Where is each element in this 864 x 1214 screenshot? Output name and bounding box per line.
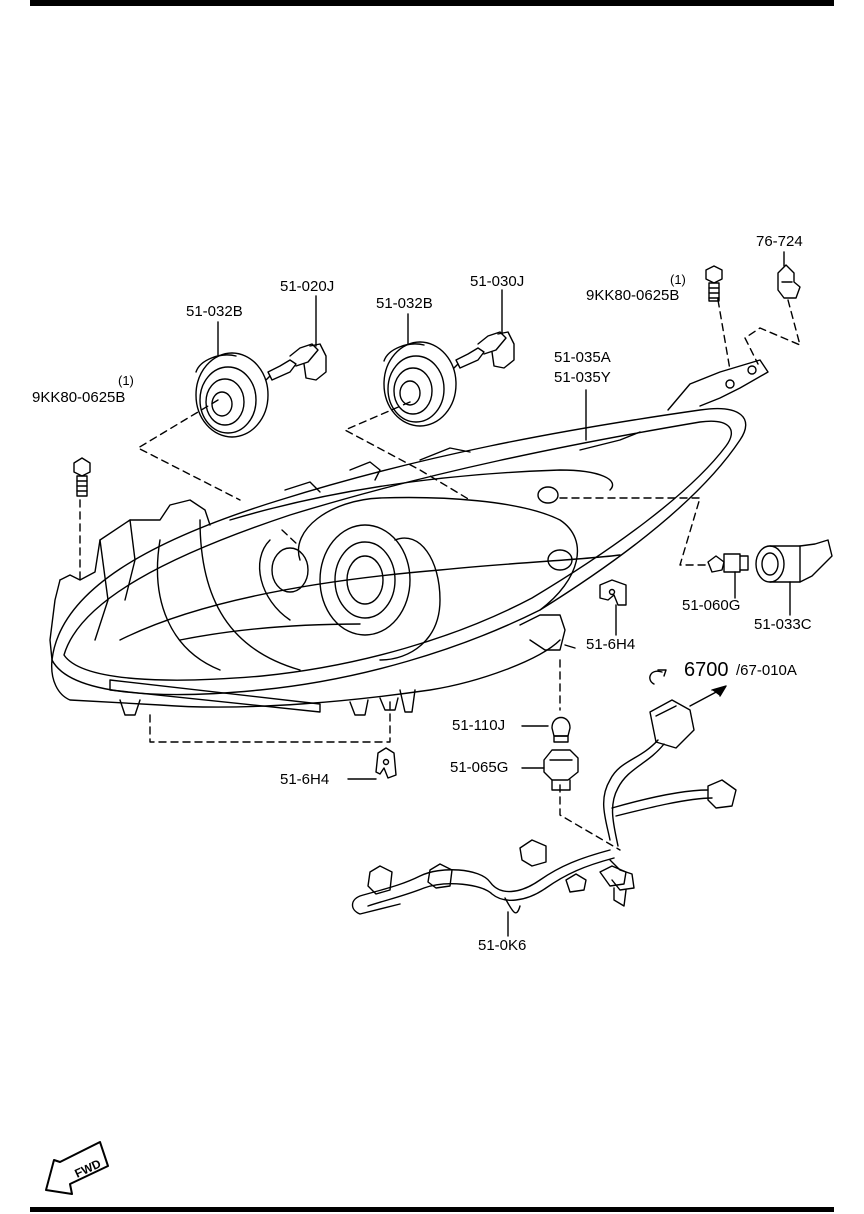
assembly-guide-lines	[79, 299, 801, 851]
bolt-top	[705, 265, 723, 302]
bulb-51-060g	[707, 553, 749, 573]
label-51-020j: 51-020J	[280, 278, 335, 295]
label-51-035a: 51-035A	[554, 349, 611, 366]
label-76-724: 76-724	[756, 233, 803, 250]
label-51-030j: 51-030J	[470, 273, 525, 290]
label-51-032b-left: 51-032B	[186, 303, 243, 320]
dust-cap-right	[383, 341, 457, 427]
socket-51-065g	[543, 749, 579, 791]
bulb-51-020j	[265, 343, 327, 381]
bottom-border-rule	[30, 1207, 834, 1212]
label-51-6h4-bottom: 51-6H4	[280, 771, 330, 788]
label-51-065g: 51-065G	[450, 759, 509, 776]
fwd-arrow-icon: FWD	[45, 1141, 109, 1195]
label-51-0k6: 51-0K6	[478, 937, 527, 954]
clip-51-6h4-right	[599, 579, 627, 606]
top-border-rule	[30, 0, 834, 6]
label-51-060g: 51-060G	[682, 597, 741, 614]
label-qty-bolt-left: (1)	[118, 373, 134, 388]
label-51-110j: 51-110J	[452, 717, 506, 734]
label-leader-lines	[217, 251, 791, 937]
label-qty-bolt-top: (1)	[670, 272, 686, 287]
label-51-035y: 51-035Y	[554, 369, 611, 386]
label-51-6h4-right: 51-6H4	[586, 636, 636, 653]
bulb-51-030j	[453, 331, 515, 369]
wiring-harness	[351, 699, 737, 915]
bulb-51-110j	[551, 716, 571, 743]
dust-cap-left	[195, 352, 269, 438]
label-bolt-top: 9KK80-0625B	[586, 287, 680, 304]
label-51-033c: 51-033C	[754, 616, 812, 633]
label-ref-6700: 6700	[684, 659, 729, 681]
headlamp-housing	[49, 359, 769, 716]
socket-51-033c	[755, 539, 833, 583]
label-bolt-left: 9KK80-0625B	[32, 389, 126, 406]
socket-76-724	[777, 264, 801, 299]
reference-arrow	[649, 669, 727, 707]
clip-51-6h4-bottom	[375, 747, 397, 779]
label-51-032b-right: 51-032B	[376, 295, 433, 312]
label-ref-67-010a: /67-010A	[736, 662, 797, 679]
bolt-left	[73, 457, 91, 497]
